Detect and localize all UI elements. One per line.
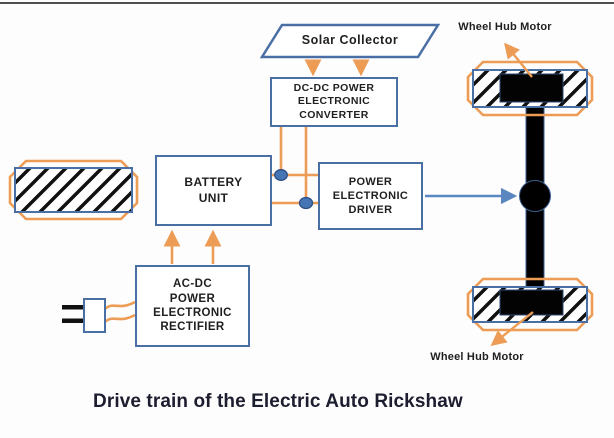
plug-prong-bottom [62, 318, 85, 323]
plug-wire-bottom [104, 313, 136, 324]
battery-unit-box: BATTERY UNIT [155, 155, 272, 226]
top-wheel-hub-motor [499, 73, 564, 103]
plug-body [83, 298, 106, 333]
power-electronic-driver-box: POWER ELECTRONIC DRIVER [318, 162, 423, 230]
left-wheel-tire-outline [8, 159, 139, 221]
bottom-wheel-tire-outline [466, 277, 594, 332]
bottom-right-wheel [466, 277, 594, 332]
bottom-wheel-hub-motor [499, 289, 564, 316]
top-wheel-tire-outline [466, 60, 594, 117]
ac-dc-rectifier-box: AC-DC POWER ELECTRONIC RECTIFIER [135, 265, 250, 347]
plug-wire-top [104, 300, 136, 311]
wheel-hub-motor-label-bottom: Wheel Hub Motor [430, 351, 524, 363]
solar-collector-shape [259, 23, 441, 59]
left-wheel [8, 159, 139, 221]
wheel-hub-motor-label-top: Wheel Hub Motor [458, 21, 552, 33]
figure-caption: Drive train of the Electric Auto Ricksha… [93, 391, 463, 412]
left-wheel-hatched-rim [14, 167, 133, 213]
junction-dot-upper [274, 169, 288, 181]
top-right-wheel [466, 60, 594, 117]
top-border-line [0, 2, 614, 4]
top-hub-label-arrow [504, 42, 533, 78]
junction-dot-lower [298, 196, 314, 210]
differential-joint [519, 180, 551, 212]
bottom-hub-label-arrow [490, 311, 534, 346]
solar-collector-label: Solar Collector [301, 33, 399, 47]
power-plug [62, 298, 106, 333]
plug-prong-top [62, 305, 85, 310]
dc-dc-converter-box: DC-DC POWER ELECTRONIC CONVERTER [270, 77, 398, 127]
